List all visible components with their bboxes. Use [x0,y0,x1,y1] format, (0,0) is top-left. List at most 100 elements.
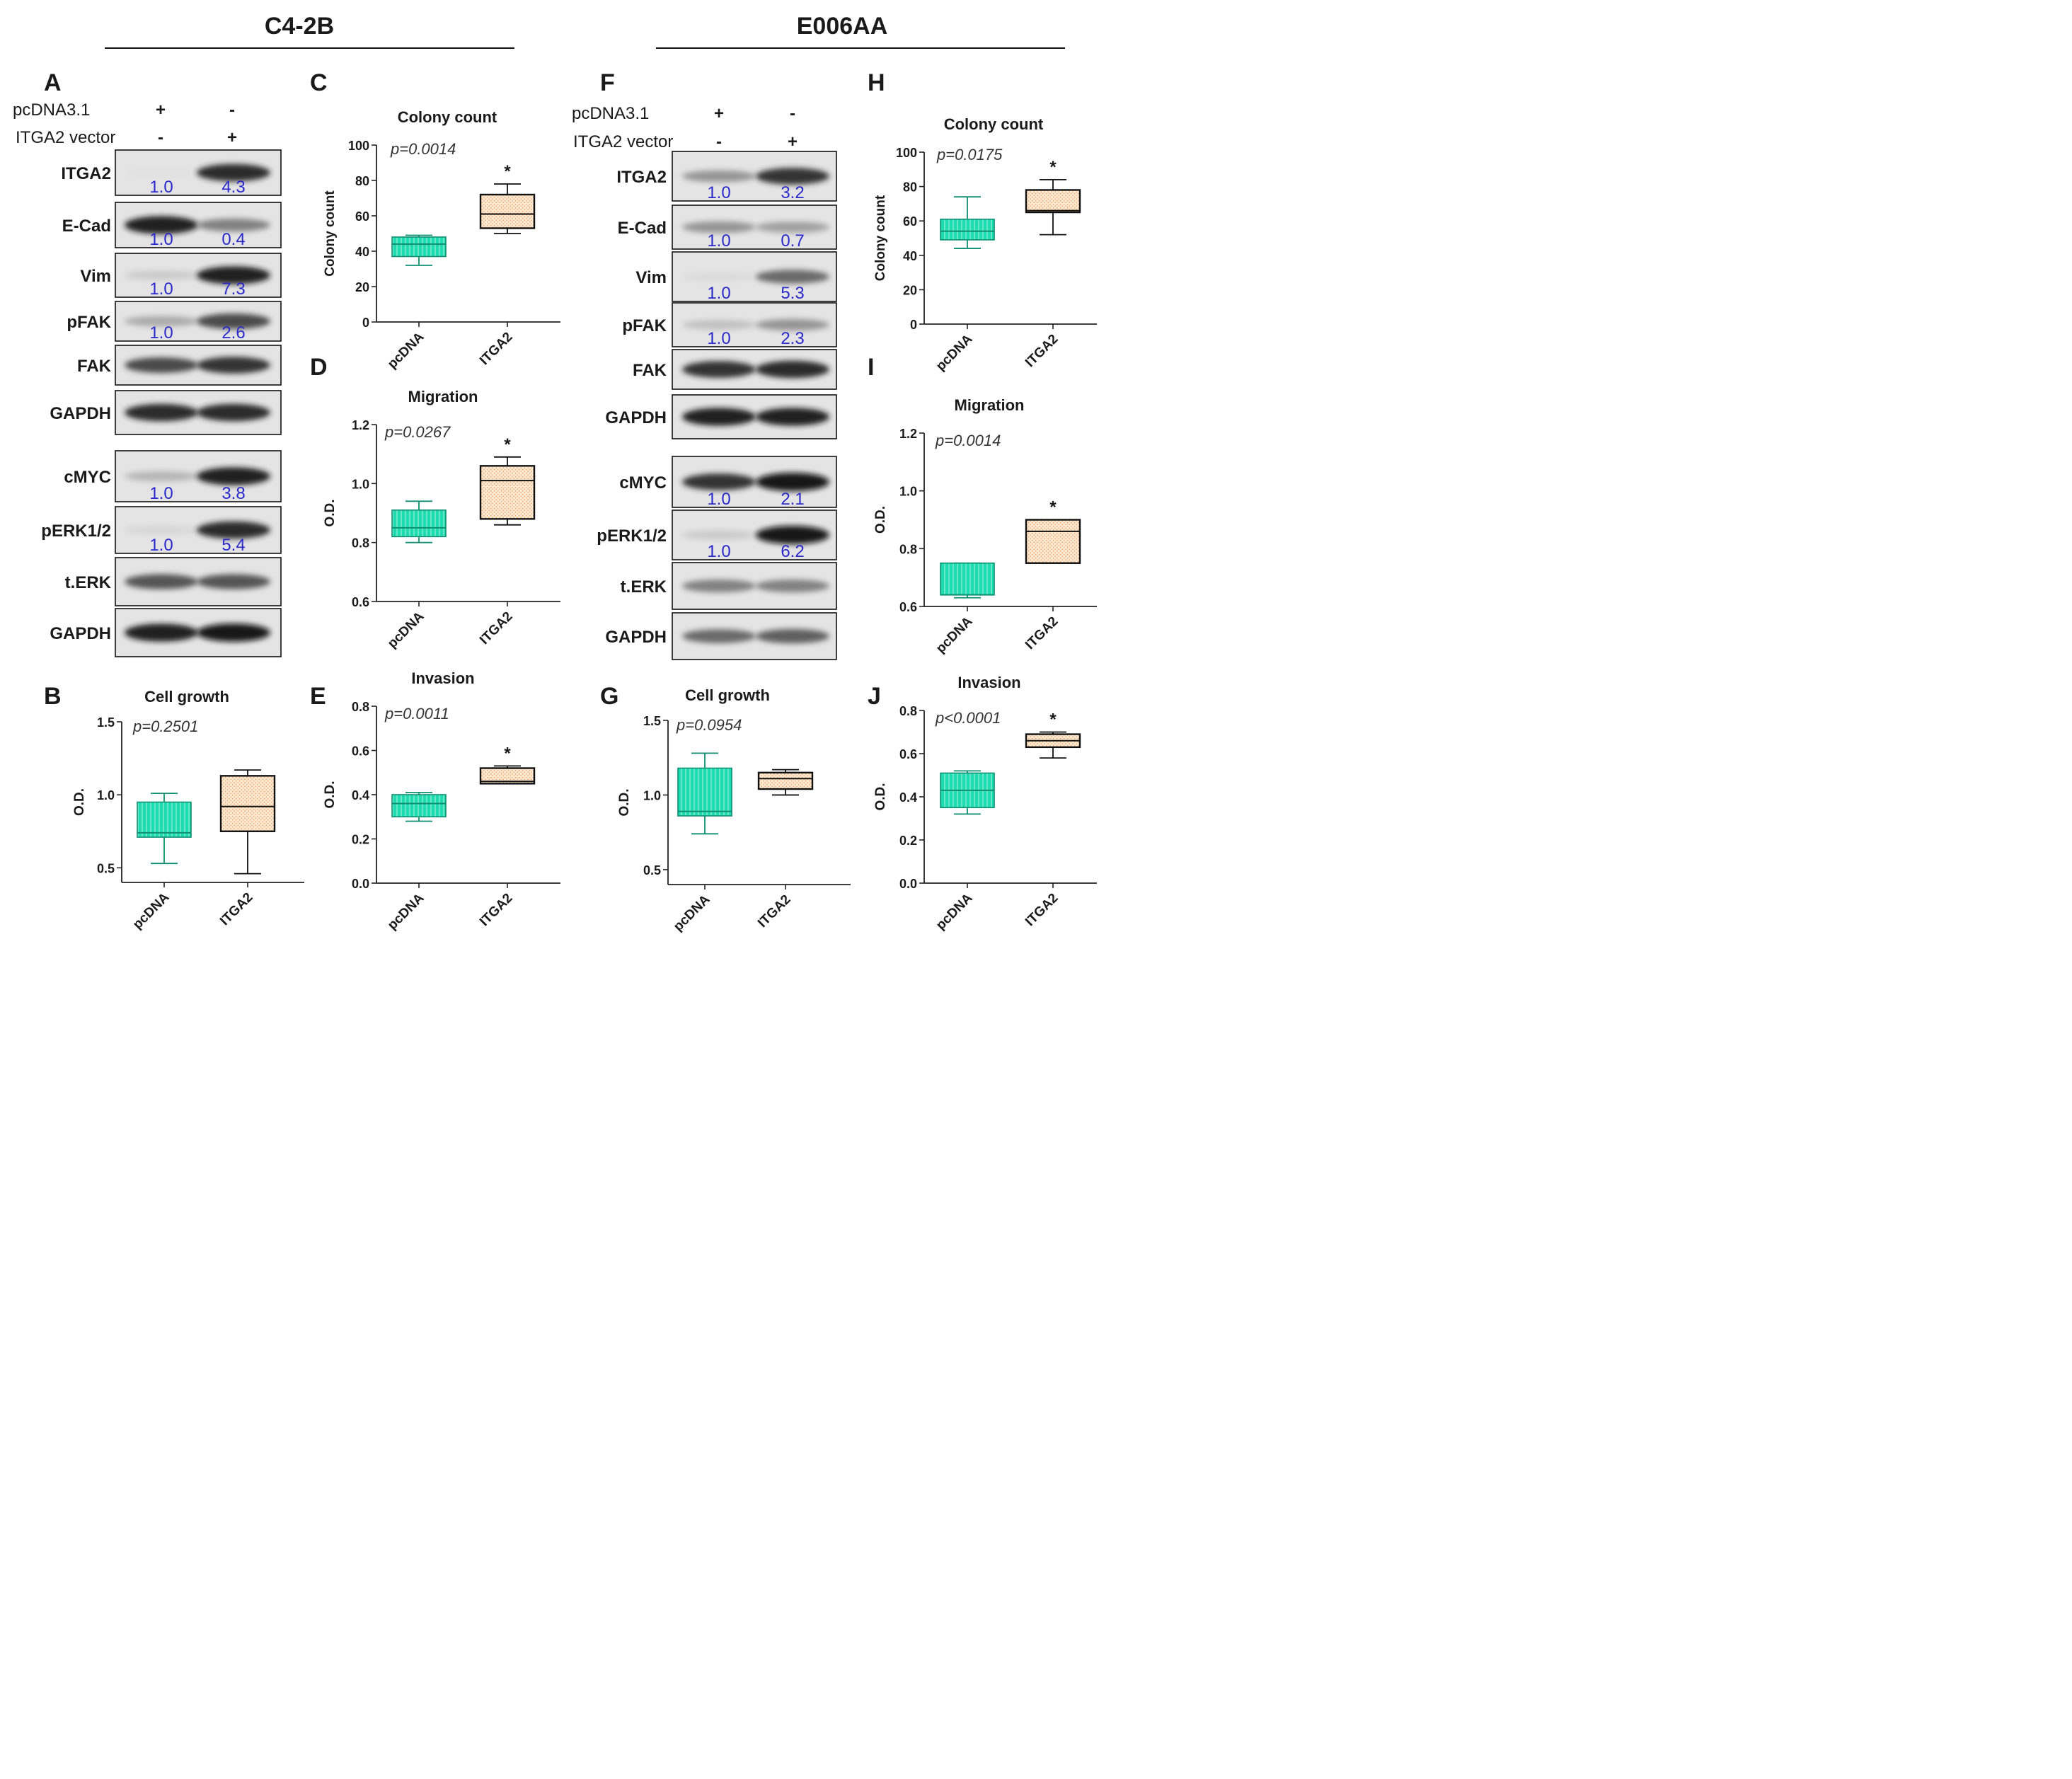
y-axis-label: O.D. [72,788,87,816]
protein-label: pERK1/2 [597,526,667,546]
protein-label: pFAK [622,316,667,335]
box-control [391,500,447,543]
blot-row: FAK [77,345,282,386]
x-tick-label: pcDNA [130,890,173,932]
band [756,270,829,284]
significance-star: * [504,744,511,763]
row-pcdna-lane1: + [714,104,724,123]
y-axis-label: Colony count [873,195,888,281]
panel-letter: D [310,354,328,381]
p-value: p=0.0954 [676,716,742,734]
x-tick-label: ITGA2 [1023,891,1061,929]
quant-value: 2.3 [781,329,804,348]
band [197,521,270,539]
chart-panel-j: JInvasionp<0.00010.00.20.40.60.8O.D.pcDN… [868,674,1097,933]
y-tick-label: 1.0 [352,477,369,491]
chart-title: Colony count [398,108,497,126]
protein-label: ITGA2 [61,164,111,183]
significance-star: * [1049,710,1057,730]
protein-label: E-Cad [62,217,111,236]
x-tick-label: ITGA2 [755,892,793,931]
y-tick-label: 1.2 [352,418,369,432]
band [125,526,198,534]
y-axis-label: O.D. [617,788,632,816]
band [197,313,270,329]
x-tick-label: pcDNA [385,609,427,651]
y-axis-label: O.D. [873,783,888,810]
row-pcdna-lane1: + [156,100,166,120]
panel-letter: J [868,683,881,710]
p-value: p=0.0175 [936,146,1003,163]
y-tick-label: 60 [903,214,917,229]
y-axis-label: O.D. [873,506,888,534]
band [197,574,270,589]
box-iqr [479,465,536,520]
x-tick-label: ITGA2 [1023,614,1061,652]
box-iqr [137,801,192,838]
box-iqr [479,193,536,229]
box-iqr [391,236,447,258]
band [682,580,756,592]
box-treatment: * [1025,710,1081,759]
quant-value: 1.0 [707,231,730,251]
box-iqr [219,775,276,832]
p-value: p=0.0011 [384,705,449,722]
y-tick-label: 0.0 [899,877,917,891]
y-tick-label: 0.4 [352,788,369,802]
protein-label: FAK [77,357,112,376]
chart-title: Colony count [944,115,1044,133]
quant-value: 4.3 [221,178,245,197]
treatment-rows-a: pcDNA3.1 + - ITGA2 vector - + [13,100,237,147]
quant-value: 1.0 [149,484,173,503]
figure-canvas: C4-2B E006AA pcDNA3.1 + - ITGA2 vector -… [13,13,1097,934]
row-itga2-lane2: + [788,132,798,151]
band [125,168,198,177]
box-treatment: * [1025,158,1081,236]
row-pcdna-label: pcDNA3.1 [13,100,90,120]
protein-label: t.ERK [65,573,112,592]
quant-value: 1.0 [707,542,730,561]
box-iqr [1025,189,1081,214]
row-itga2-lane1: - [158,128,163,147]
p-value: p=0.0014 [390,140,456,158]
x-tick-label: pcDNA [933,331,976,374]
band [682,221,756,234]
y-tick-label: 1.5 [643,714,661,728]
protein-label: E-Cad [618,219,667,238]
y-tick-label: 0.2 [899,834,917,848]
significance-star: * [504,162,511,181]
panel-letter: F [600,69,615,96]
y-tick-label: 20 [903,283,917,297]
protein-label: ITGA2 [616,168,667,187]
band [125,270,198,280]
blot-row: GAPDH [605,394,837,439]
box-control [677,752,732,835]
panel-letter: C [310,69,328,96]
band [125,623,198,642]
chart-panel-i: IMigrationp=0.00140.60.81.01.2O.D.pcDNA*… [868,354,1097,656]
band [125,316,198,327]
quant-value: 1.0 [707,183,730,202]
row-pcdna-lane2: - [790,104,795,123]
y-tick-label: 100 [896,146,917,160]
box-iqr [940,218,995,241]
band [756,168,829,185]
y-tick-label: 1.2 [899,427,917,441]
band [756,628,829,644]
significance-star: * [1049,158,1057,177]
y-tick-label: 0 [910,318,917,332]
chart-panel-e: EInvasionp=0.00110.00.20.40.60.8O.D.pcDN… [310,669,560,933]
quant-value: 7.3 [221,280,245,299]
band [756,580,829,592]
p-value: p<0.0001 [935,709,1001,727]
